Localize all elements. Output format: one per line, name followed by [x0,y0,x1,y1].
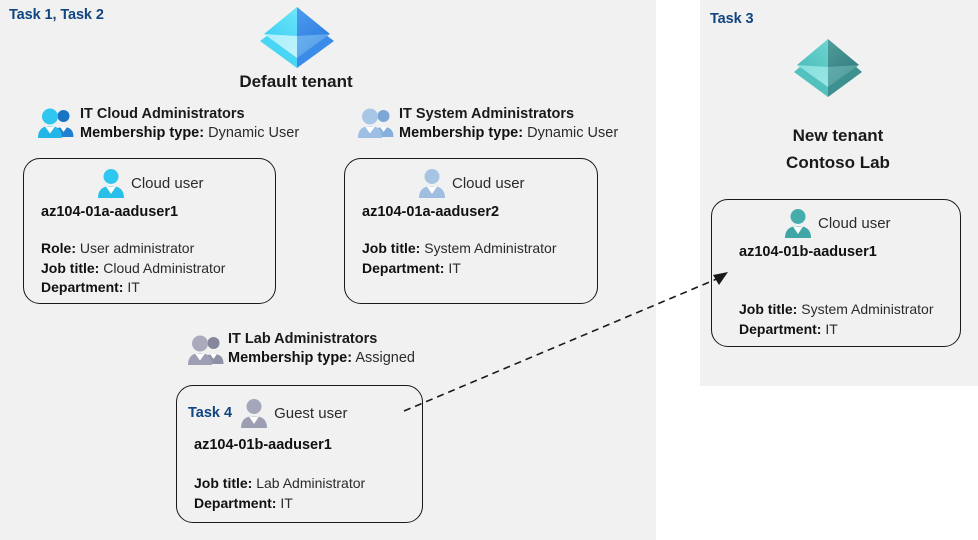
new-tenant-title-line2: Contoso Lab [786,153,890,172]
username: az104-01b-aaduser1 [739,244,877,260]
attribute-value: IT [127,279,140,295]
cloud-user-icon [785,209,811,238]
attribute-value: IT [448,259,461,276]
membership-label: Membership type: [80,125,205,141]
user-card-aaduser1[interactable]: Cloud user az104-01a-aaduser1 Role: User… [23,158,276,304]
group-it-cloud-administrators: IT Cloud Administrators Membership type:… [80,105,299,143]
attribute-row: Department: IT [739,320,934,340]
user-type-label: Cloud user [131,174,204,192]
attribute-value: User administrator [79,240,195,256]
attribute-label: Department: [194,494,277,511]
membership-value: Assigned [355,350,415,366]
attribute-label: Role: [41,240,76,256]
username: az104-01b-aaduser1 [194,437,332,453]
cloud-user-icon [419,169,445,198]
group-name: IT Lab Administrators [228,331,378,347]
task-label-1-2: Task 1, Task 2 [9,7,104,23]
group-it-lab-administrators: IT Lab Administrators Membership type: A… [228,330,415,368]
default-tenant-title: Default tenant [239,72,353,91]
guest-user-icon [241,399,268,428]
user-card-b-aaduser1[interactable]: Cloud user az104-01b-aaduser1 Job title:… [711,199,961,347]
attribute-list: Job title: System Administrator Departme… [362,239,557,278]
attribute-row: Department: IT [41,278,225,298]
group-it-system-administrators: IT System Administrators Membership type… [399,105,618,143]
group-name: IT System Administrators [399,106,575,122]
group-users-icon-system-admins [358,107,396,140]
group-name: IT Cloud Administrators [80,106,245,122]
attribute-list: Job title: Lab Administrator Department:… [194,474,365,513]
membership-value: Dynamic User [527,125,619,141]
attribute-value: IT [825,320,838,337]
attribute-label: Job title: [739,301,798,317]
user-card-guest-aaduser1[interactable]: Task 4 Guest user az104-01b-aaduser1 Job… [176,385,423,523]
attribute-row: Department: IT [194,494,365,514]
user-type-label: Guest user [274,404,348,422]
username: az104-01a-aaduser2 [362,204,500,220]
group-users-icon-lab-admins [188,334,226,367]
membership-label: Membership type: [228,350,353,366]
attribute-value: IT [280,494,293,511]
attribute-label: Department: [41,279,124,295]
card-header: Task 4 Guest user [188,398,347,428]
task-label-4: Task 4 [188,405,233,421]
attribute-label: Department: [739,320,822,337]
attribute-value: Cloud Administrator [103,259,226,276]
attribute-row: Job title: System Administrator [739,300,934,320]
attribute-label: Department: [362,259,445,276]
membership-value: Dynamic User [208,125,300,141]
attribute-value: Lab Administrator [256,475,366,491]
attribute-row: Job title: Cloud Administrator [41,259,225,279]
new-tenant-title-line1: New tenant [792,126,884,145]
attribute-label: Job title: [362,240,421,256]
card-header: Cloud user [97,168,204,198]
attribute-value: System Administrator [801,301,934,317]
attribute-row: Job title: System Administrator [362,239,557,259]
task-label-3: Task 3 [710,11,754,27]
user-type-label: Cloud user [818,214,891,232]
cloud-user-icon [98,169,124,198]
card-header: Cloud user [418,168,525,198]
user-type-label: Cloud user [452,174,525,192]
username: az104-01a-aaduser1 [41,204,179,220]
group-users-icon-cloud-admins [38,107,76,140]
attribute-list: Job title: System Administrator Departme… [739,300,934,339]
new-tenant-icon [790,35,866,97]
user-card-aaduser2[interactable]: Cloud user az104-01a-aaduser2 Job title:… [344,158,598,304]
attribute-list: Role: User administrator Job title: Clou… [41,239,225,298]
group-membership: Membership type: Dynamic User [399,124,618,143]
default-tenant-icon [256,2,338,68]
card-header: Cloud user [784,208,891,238]
attribute-label: Job title: [41,259,100,276]
attribute-row: Department: IT [362,259,557,279]
attribute-row: Job title: Lab Administrator [194,474,365,494]
group-membership: Membership type: Assigned [228,349,415,368]
attribute-row: Role: User administrator [41,239,225,259]
membership-label: Membership type: [399,125,524,141]
attribute-value: System Administrator [424,240,557,256]
attribute-label: Job title: [194,475,253,491]
group-membership: Membership type: Dynamic User [80,124,299,143]
